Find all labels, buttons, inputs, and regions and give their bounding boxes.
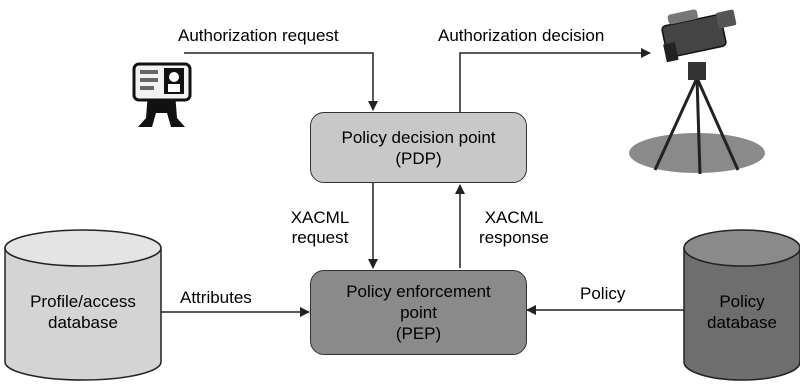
profile-database-label-line2: database <box>48 313 118 332</box>
id-badge-person-icon <box>132 62 192 127</box>
policy-database-label: Policy database <box>684 291 800 333</box>
auth-decision-label: Authorization decision <box>438 26 605 45</box>
pdp-label-line2: (PDP) <box>395 148 442 168</box>
profile-database-label: Profile/access database <box>5 291 161 333</box>
xacml-response-label-line1: XACML <box>484 208 544 227</box>
attributes-label: Attributes <box>180 288 252 307</box>
pep-label-line1: Policy enforcement <box>346 282 491 301</box>
profile-database-cylinder <box>4 229 162 381</box>
auth-decision-arrow <box>459 48 651 112</box>
policy-database-label-line1: Policy <box>719 292 765 311</box>
pep-box: Policy enforcement point (PEP) <box>310 270 527 355</box>
policy-label: Policy <box>580 284 626 303</box>
xacml-response-label-line2: response <box>479 228 549 247</box>
xacml-request-label-line1: XACML <box>290 208 350 227</box>
pep-label-line3: (PEP) <box>395 324 442 343</box>
profile-database-label-line1: Profile/access <box>30 292 136 311</box>
video-camera-tripod-icon <box>629 9 765 175</box>
policy-database-label-line2: database <box>707 313 777 332</box>
xacml-request-label-line2: request <box>291 228 349 247</box>
auth-request-arrow <box>184 52 378 111</box>
auth-request-label: Authorization request <box>178 26 339 45</box>
pdp-label-line1: Policy decision point <box>341 127 496 147</box>
pep-label-line2: point <box>400 303 437 322</box>
pdp-box: Policy decision point (PDP) <box>310 112 527 183</box>
xacml-response-label: XACML response <box>466 208 562 248</box>
policy-database-cylinder <box>683 229 800 381</box>
xacml-request-label: XACML request <box>272 208 368 248</box>
